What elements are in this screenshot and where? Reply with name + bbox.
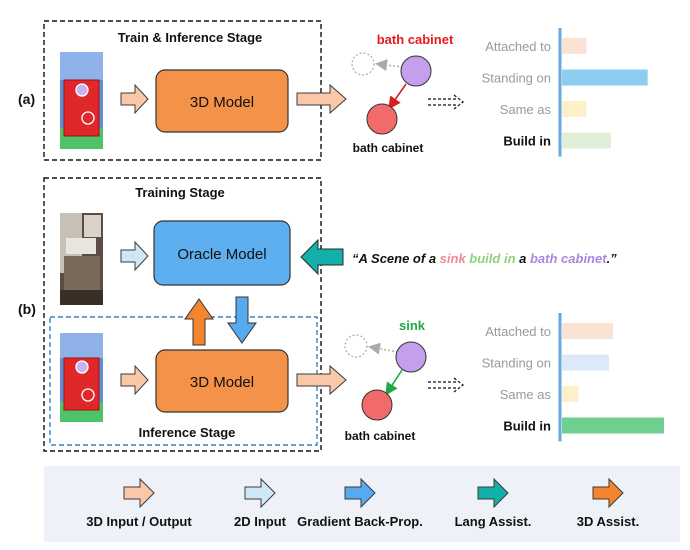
output-arrow-3d: [296, 83, 347, 115]
readout-arrow-a: [428, 98, 456, 106]
prompt-word-build-in: build in: [469, 251, 515, 266]
relation-bars-b: Attached to Standing on Same as Build in: [482, 313, 664, 442]
scene-thumbnail-2d: [60, 213, 103, 305]
legend-label-0: 3D Input / Output: [86, 514, 192, 529]
relation-a-label-3: Build in: [503, 134, 551, 149]
relation-b-label-1: Standing on: [482, 356, 551, 371]
scene-thumbnail-3d: [60, 52, 103, 149]
panel-b: (b) Training Stage Oracle Model “A Scene…: [18, 177, 664, 452]
training-stage-box: [43, 177, 322, 452]
legend-arrow-3: [477, 477, 509, 509]
scene-thumbnail-3d-b: [60, 333, 103, 422]
relation-b-label-2: Same as: [500, 387, 552, 402]
legend-arrow-1: [244, 477, 276, 509]
relation-bars-a: Attached to Standing on Same as Build in: [482, 28, 648, 157]
language-assist-arrow: [300, 238, 344, 276]
relation-b-label-3: Build in: [503, 419, 551, 434]
assist-arrow-3d-up: [184, 298, 214, 346]
model-box-3d-b: [155, 349, 289, 413]
prompt-quote-close: .”: [607, 251, 618, 266]
graph-node-top-label: bath cabinet: [377, 32, 454, 47]
prompt-text-mid: a: [516, 251, 530, 266]
panel-a-label: (a): [18, 91, 35, 107]
output-arrow-3d-b: [296, 364, 347, 396]
legend-label-1: 2D Input: [234, 514, 287, 529]
gradient-backprop-arrow: [227, 296, 257, 344]
legend-label-2: Gradient Back-Prop.: [297, 514, 423, 529]
relation-a-label-1: Standing on: [482, 71, 551, 86]
train-inference-stage-box: [43, 20, 322, 161]
legend-arrow-2: [344, 477, 376, 509]
legend-arrow-0: [123, 477, 155, 509]
graph-node-bottom-b: [361, 389, 393, 421]
ghost-node: [351, 52, 375, 76]
graph-edge: [388, 83, 407, 110]
input-arrow-3d-b: [120, 364, 149, 396]
training-stage-title: Training Stage: [135, 185, 225, 200]
panel-b-label: (b): [18, 301, 36, 317]
scene-graph-a: bath cabinet bath cabinet: [351, 32, 454, 155]
scene-graph-b: sink bath cabinet: [344, 318, 427, 443]
relation-b-label-0: Attached to: [485, 324, 551, 339]
readout-arrow-b: [428, 381, 456, 389]
relation-a-label-0: Attached to: [485, 39, 551, 54]
panel-a: (a) Train & Inference Stage 3D Model bat…: [18, 20, 648, 161]
relation-b-bar-2: [562, 386, 579, 402]
inference-stage-title: Inference Stage: [139, 425, 236, 440]
graph-node-bottom-label-b: bath cabinet: [345, 429, 416, 443]
legend: 3D Input / Output 2D Input Gradient Back-P…: [44, 466, 680, 542]
input-arrow-2d: [120, 240, 149, 272]
graph-edge-b: [385, 369, 403, 396]
prompt-quote-open: “: [352, 251, 359, 266]
input-arrow-3d: [120, 83, 149, 115]
model-box-3d: [155, 69, 289, 133]
relation-a-bar-0: [562, 38, 587, 54]
relation-a-label-2: Same as: [500, 102, 552, 117]
model-label-3d-b: 3D Model: [190, 374, 254, 391]
relation-b-bar-1: [562, 354, 609, 371]
graph-node-top: [400, 55, 432, 87]
model-label-3d: 3D Model: [190, 94, 254, 111]
relation-a-bar-2: [562, 101, 587, 117]
relation-b-bar-3: [562, 417, 664, 434]
oracle-model-box: [153, 220, 291, 286]
prompt-text-lead: A Scene of a: [358, 251, 440, 266]
train-inference-stage-title: Train & Inference Stage: [118, 30, 263, 45]
oracle-model-label: Oracle Model: [177, 246, 266, 263]
graph-node-top-b: [395, 341, 427, 373]
prompt-word-bath-cabinet: bath cabinet: [530, 251, 607, 266]
relation-a-bar-3: [562, 132, 611, 149]
graph-node-bottom-label: bath cabinet: [353, 141, 424, 155]
legend-arrow-4: [592, 477, 624, 509]
legend-label-4: 3D Assist.: [577, 514, 639, 529]
prompt-word-sink: sink: [440, 251, 467, 266]
relation-a-bar-1: [562, 69, 648, 86]
relation-b-bar-0: [562, 323, 613, 339]
ghost-node-b: [344, 334, 368, 358]
legend-label-3: Lang Assist.: [455, 514, 532, 529]
graph-node-bottom: [366, 103, 398, 135]
graph-node-top-label-b: sink: [399, 318, 426, 333]
language-prompt: “A Scene of a sink build in a bath cabin…: [352, 251, 617, 266]
